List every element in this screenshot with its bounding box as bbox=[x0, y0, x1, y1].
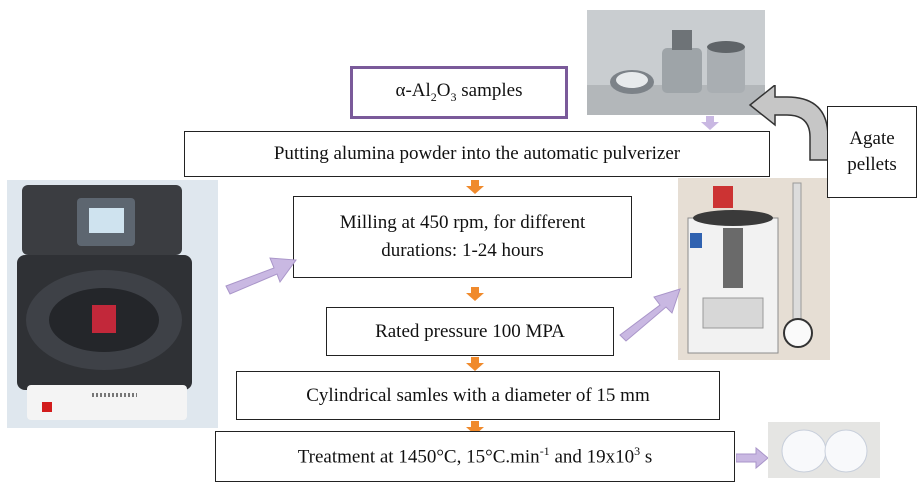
step-pressure-box: Rated pressure 100 MPA bbox=[326, 307, 614, 356]
step-treatment-box: Treatment at 1450°C, 15°C.min-1 and 19x1… bbox=[215, 431, 735, 482]
step-milling-line1: Milling at 450 rpm, for different bbox=[339, 212, 586, 233]
step-cylindrical-box: Cylindrical samles with a diameter of 15… bbox=[236, 371, 720, 420]
pellets-text: pellets bbox=[847, 154, 897, 175]
agate-jars-photo bbox=[587, 10, 765, 115]
step-putting-box: Putting alumina powder into the automati… bbox=[184, 131, 770, 177]
step-pressure-text: Rated pressure 100 MPA bbox=[375, 320, 565, 342]
step-cylindrical-text: Cylindrical samles with a diameter of 15… bbox=[306, 384, 650, 406]
step-treatment-text: Treatment at 1450°C, 15°C.min-1 and 19x1… bbox=[297, 444, 653, 468]
step-arrow-3 bbox=[466, 357, 484, 371]
pellets-photo bbox=[768, 422, 880, 478]
pressure-to-press-arrow bbox=[619, 288, 681, 342]
press-photo bbox=[678, 178, 830, 360]
jar-down-arrow bbox=[701, 116, 719, 130]
step-arrow-2 bbox=[466, 287, 484, 301]
treatment-to-pellets-arrow bbox=[736, 446, 768, 470]
pulverizer-to-milling-arrow bbox=[225, 257, 297, 295]
agate-text: Agate bbox=[849, 128, 895, 149]
agate-pellets-label: Agate pellets bbox=[827, 106, 917, 198]
curved-return-arrow bbox=[748, 85, 831, 161]
step-milling-line2: durations: 1-24 hours bbox=[381, 240, 544, 261]
pulverizer-photo bbox=[7, 180, 218, 428]
step-arrow-4 bbox=[466, 421, 484, 435]
step-arrow-1 bbox=[466, 180, 484, 194]
step-milling-box: Milling at 450 rpm, for different durati… bbox=[293, 196, 632, 278]
step-samples-box: α-Al2O3 samples bbox=[350, 66, 568, 119]
step-samples-text: α-Al2O3 samples bbox=[395, 80, 523, 104]
step-putting-text: Putting alumina powder into the automati… bbox=[273, 143, 681, 164]
